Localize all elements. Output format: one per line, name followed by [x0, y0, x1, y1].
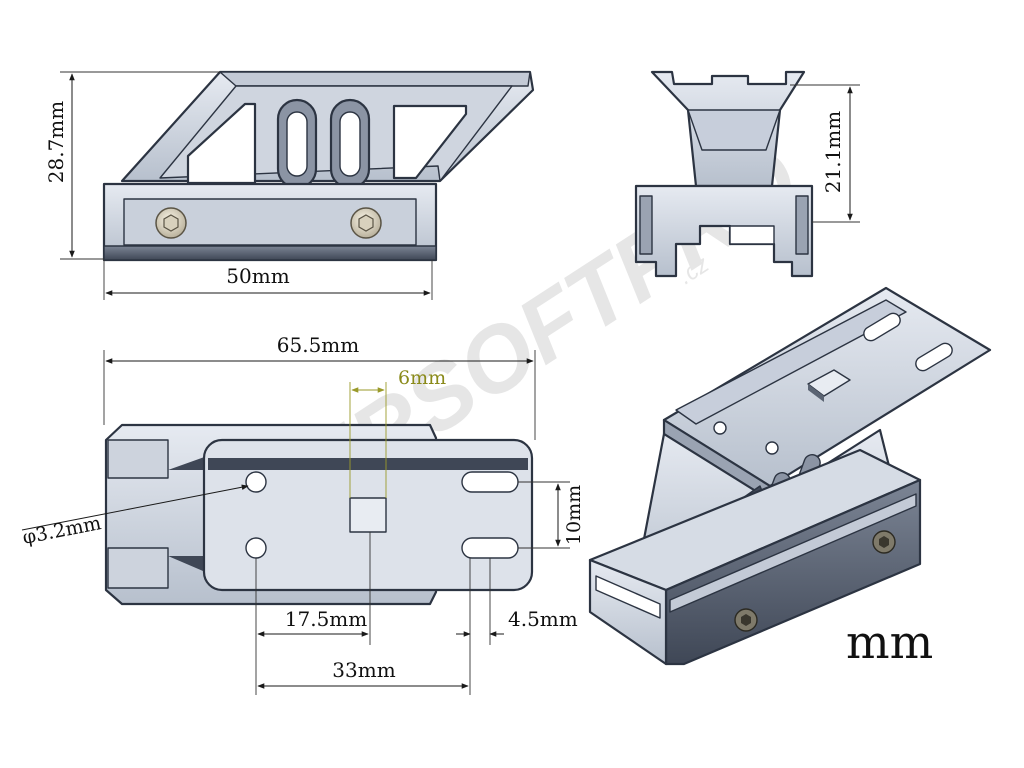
slot-lower-right [461, 537, 519, 559]
top-view-plate-bar [208, 458, 528, 470]
top-view [104, 423, 534, 606]
dimension-label-slot-offset: 4.5mm [508, 607, 578, 631]
iso-slot-2 [915, 342, 953, 372]
top-view-notch-bottom [107, 547, 169, 589]
slot-upper-right [461, 471, 519, 493]
side-view [102, 70, 535, 262]
front-view-neck [687, 109, 781, 151]
top-view-shadow-top [168, 455, 210, 470]
side-view-slot-left-inner [286, 111, 308, 177]
isometric-view [588, 286, 992, 666]
iso-base-rail-lip [595, 575, 661, 619]
side-view-window-left [186, 102, 257, 185]
top-view-notch-top [107, 439, 169, 479]
iso-top-plate-lip [675, 299, 907, 425]
dimension-label-width-side: 50mm [226, 264, 289, 288]
iso-center-key-side [808, 384, 824, 402]
dimension-height-front: 21.1mm [790, 84, 860, 223]
side-view-slot-right-inner [339, 111, 361, 177]
dimension-slot-offset: 4.5mm [456, 558, 578, 695]
dimension-length-top: 65.5mm [103, 333, 536, 440]
dimension-slot-width: 6mm [349, 367, 446, 498]
side-view-window-right [392, 104, 468, 180]
iso-hole-1 [713, 421, 727, 435]
iso-slot-1 [863, 312, 901, 342]
side-view-base-shadow [103, 245, 437, 261]
dimension-label-hole-diameter: φ3.2mm [21, 512, 103, 549]
dimension-slot-spacing: 10mm [518, 481, 585, 549]
iso-hole-2 [765, 441, 779, 455]
screw-icon [872, 530, 896, 554]
top-view-shadow-bottom [168, 556, 210, 574]
dimension-label-length-top: 65.5mm [277, 333, 359, 357]
dimension-label-slot-spacing: 10mm [563, 485, 585, 545]
center-key [349, 497, 387, 533]
front-view [634, 70, 814, 278]
unit-label: mm [846, 615, 933, 669]
dimension-width-side: 50mm [103, 260, 433, 300]
dimension-label-hole-span: 33mm [332, 658, 395, 682]
dimension-label-hole-to-slot: 17.5mm [285, 607, 367, 631]
screw-icon [350, 207, 382, 239]
front-view-rail-groove [729, 225, 775, 245]
dimension-label-height-front: 21.1mm [821, 111, 845, 193]
iso-center-key [807, 369, 851, 397]
side-view-top-edge [219, 71, 531, 87]
dimension-label-slot-width: 6mm [398, 367, 446, 389]
dimension-hole-span: 33mm [257, 658, 469, 689]
screw-icon [734, 608, 758, 632]
hole-upper-left [245, 471, 267, 493]
iso-base-rail-foot [669, 493, 917, 613]
front-view-rail-left [639, 195, 653, 255]
dimension-hole-to-slot: 17.5mm [255, 532, 371, 695]
dimension-height-side: 28.7mm [44, 71, 220, 260]
hole-lower-left [245, 537, 267, 559]
screw-icon [155, 207, 187, 239]
dimension-label-height-side: 28.7mm [44, 101, 68, 183]
front-view-rail-right [795, 195, 809, 255]
